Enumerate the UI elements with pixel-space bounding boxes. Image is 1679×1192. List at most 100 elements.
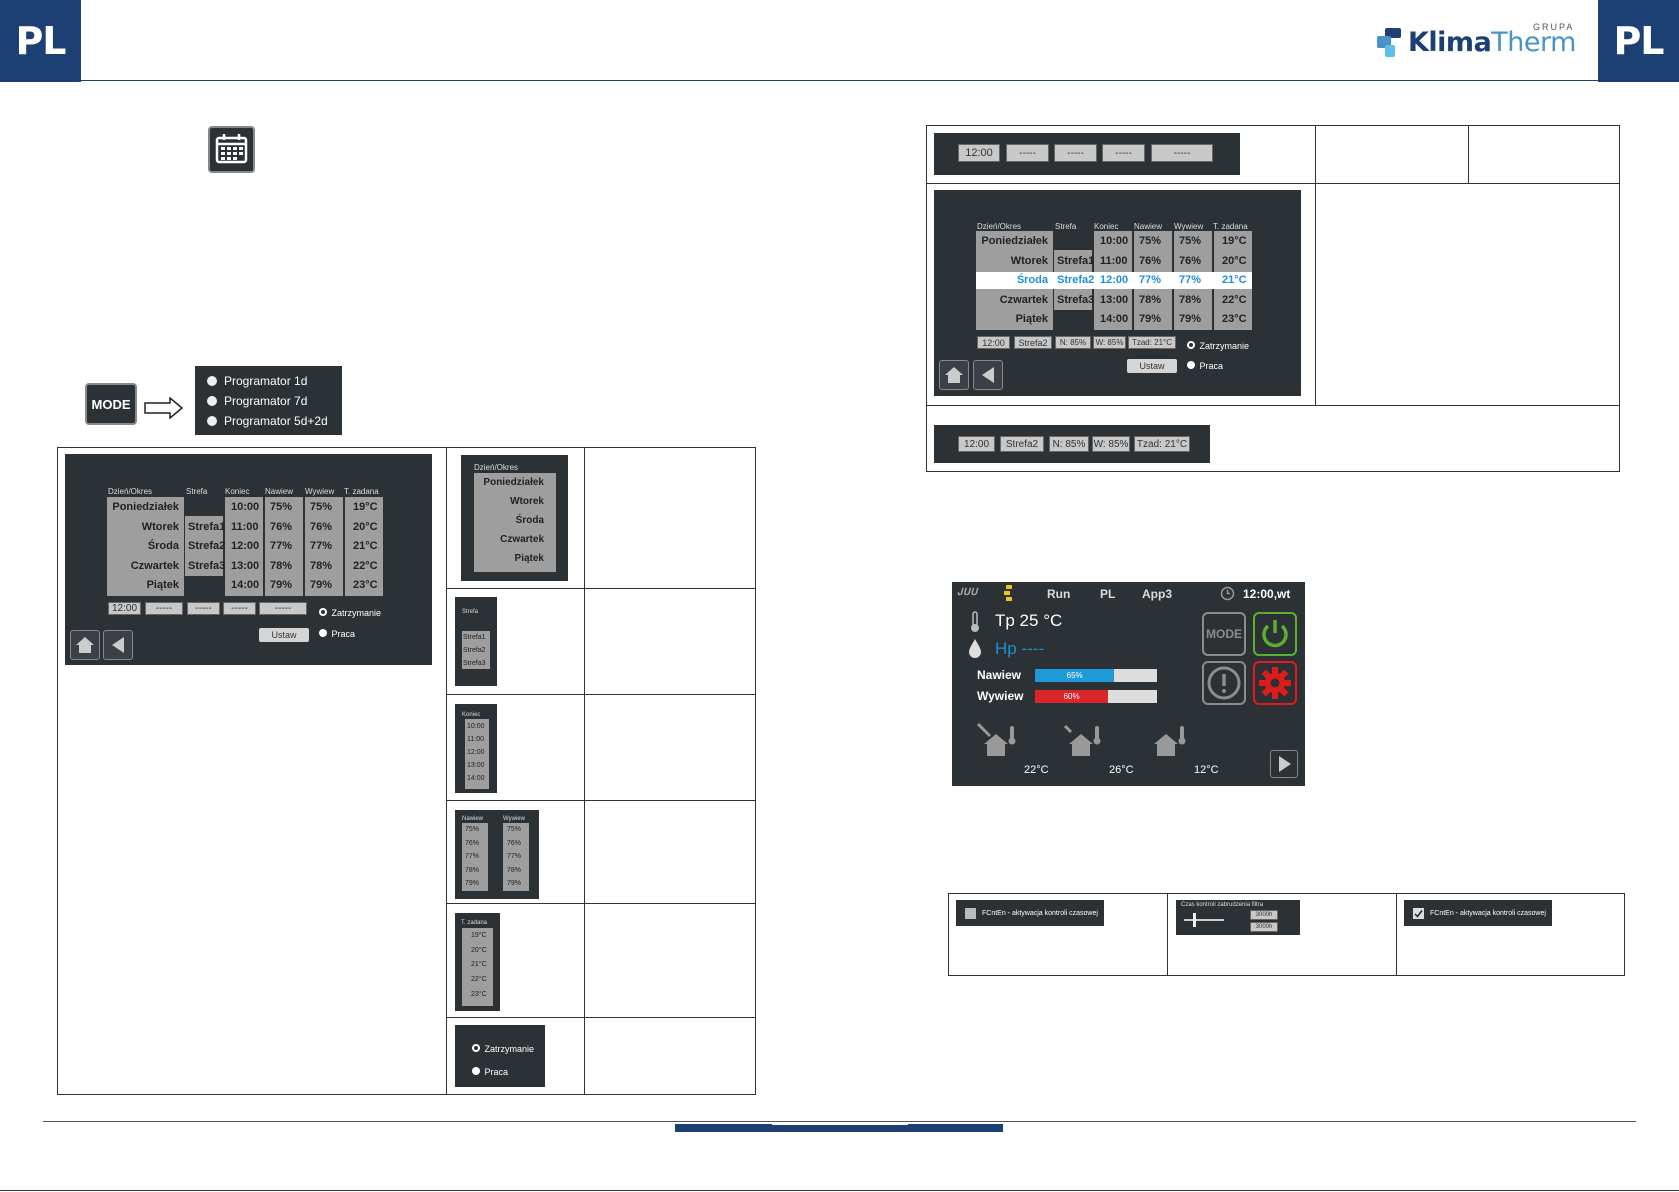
radio-work[interactable]: Praca (472, 1062, 508, 1080)
checkbox-checked[interactable] (1413, 907, 1424, 919)
zone-input[interactable]: ----- (145, 602, 183, 615)
set-button[interactable]: Ustaw (1127, 359, 1177, 373)
calendar-icon (208, 126, 255, 173)
status-language: PL (1100, 587, 1116, 601)
slider-value[interactable]: 3000h (1250, 910, 1278, 920)
home-icon (945, 367, 963, 383)
radio-work[interactable]: Praca (1187, 356, 1223, 374)
house-indoor-icon (1154, 726, 1186, 756)
exhaust-cell[interactable]: 79% (310, 579, 333, 591)
supply-bar: 65% (1035, 669, 1157, 682)
supply-cell[interactable]: 76% (270, 521, 293, 533)
exhaust-cell[interactable]: 76% (310, 521, 333, 533)
setpoint-cell[interactable]: 19°C (353, 501, 378, 513)
setpoint-cell[interactable]: 20°C (353, 521, 378, 533)
home-button[interactable] (939, 360, 969, 390)
setpoint-column-snippet: T. zadana 19°C 20°C 21°C 22°C 23°C (455, 913, 500, 1011)
radio-stop[interactable]: Zatrzymanie (1187, 336, 1249, 354)
back-button[interactable] (103, 630, 133, 660)
exhaust-input[interactable]: W: 85% (1092, 436, 1130, 452)
arrow-right-icon (144, 396, 184, 424)
setpoint-cell[interactable]: 21°C (353, 540, 378, 552)
time-input[interactable]: 12:00 (108, 602, 141, 615)
mode-tile-button[interactable]: MODE (1202, 612, 1246, 656)
day-cell[interactable]: Piątek (146, 579, 179, 591)
exhaust-cell[interactable]: 78% (310, 560, 333, 572)
indoor-temp: 12°C (1194, 764, 1219, 776)
radio-work[interactable]: Praca (319, 624, 355, 642)
end-cell[interactable]: 13:00 (231, 560, 260, 572)
settings-button[interactable] (1253, 661, 1297, 705)
radio-stop[interactable]: Zatrzymanie (472, 1039, 534, 1057)
home-button[interactable] (70, 630, 100, 660)
end-cell[interactable]: 10:00 (231, 501, 260, 513)
end-column (225, 497, 263, 596)
setpoint-cell[interactable]: 22°C (353, 560, 378, 572)
zone-column (185, 516, 223, 576)
logo-group-label: GRUPA (1533, 22, 1575, 32)
end-cell[interactable]: 11:00 (231, 521, 259, 533)
column-header: Dzień/Okres (108, 487, 153, 496)
setpoint-input[interactable]: ----- (259, 602, 307, 615)
supply-cell[interactable]: 77% (270, 540, 293, 552)
zone-cell[interactable]: Strefa1 (188, 521, 226, 533)
radio-icon (472, 1043, 480, 1052)
zone-input[interactable]: Strefa2 (1014, 336, 1052, 349)
column-header: Nawiew (265, 487, 294, 496)
mode-button[interactable]: MODE (85, 383, 137, 425)
setpoint-cell[interactable]: 23°C (353, 579, 378, 591)
day-cell[interactable]: Czwartek (130, 560, 179, 572)
supply-exhaust-snippet: Nawiew Wywiew 75% 76% 77% 78% 79% 75% 76… (455, 810, 539, 899)
programmer-option[interactable]: Programator 1d (207, 371, 330, 391)
alarm-button[interactable] (1202, 661, 1246, 705)
exhaust-input[interactable]: ----- (1102, 144, 1145, 162)
supply-input[interactable]: ----- (1054, 144, 1097, 162)
next-screen-button[interactable] (1270, 750, 1298, 778)
power-button[interactable] (1253, 612, 1297, 656)
supply-cell[interactable]: 79% (270, 579, 293, 591)
supply-input[interactable]: N: 85% (1049, 436, 1089, 452)
day-cell[interactable]: Wtorek (141, 521, 179, 533)
set-button[interactable]: Ustaw (259, 628, 309, 642)
time-input[interactable]: 12:00 (958, 144, 1000, 162)
table-divider (446, 694, 756, 695)
time-input[interactable]: 12:00 (958, 436, 995, 452)
exhaust-input[interactable]: ----- (223, 602, 256, 615)
slider-value[interactable]: 3000h (1250, 922, 1278, 932)
setpoint-input[interactable]: Tzad: 21°C (1128, 336, 1176, 349)
exhaust-input[interactable]: W: 85% (1093, 336, 1126, 349)
programmer-option[interactable]: Programator 7d (207, 391, 330, 411)
slider-handle[interactable] (1193, 913, 1196, 927)
selected-row[interactable] (976, 272, 1252, 289)
supply-input[interactable]: ----- (187, 602, 220, 615)
setpoint-input[interactable]: Tzad: 21°C (1134, 436, 1190, 452)
supply-input[interactable]: N: 85% (1055, 336, 1091, 349)
slider-track[interactable] (1184, 919, 1224, 921)
day-cell[interactable]: Środa (147, 540, 179, 552)
header-divider (80, 80, 1599, 81)
end-cell[interactable]: 14:00 (231, 579, 260, 591)
setpoint-input[interactable]: ----- (1151, 144, 1213, 162)
supply-cell[interactable]: 78% (270, 560, 293, 572)
zone-cell[interactable]: Strefa3 (188, 560, 226, 572)
zone-input[interactable]: Strefa2 (1000, 436, 1044, 452)
supply-cell[interactable]: 75% (270, 501, 293, 513)
page-bottom-rule (0, 1190, 1679, 1191)
radio-stop[interactable]: Zatrzymanie (319, 603, 381, 621)
table-divider (1315, 125, 1316, 183)
table-divider (926, 183, 1620, 184)
table-divider (926, 405, 1620, 406)
back-button[interactable] (973, 360, 1003, 390)
exhaust-cell[interactable]: 77% (310, 540, 333, 552)
zone-input[interactable]: ----- (1006, 144, 1049, 162)
programmer-option[interactable]: Programator 5d+2d (207, 411, 330, 431)
exhaust-bar-fill: 60% (1035, 690, 1109, 703)
table-divider (446, 1017, 756, 1018)
radio-icon (472, 1066, 480, 1075)
checkbox-unchecked[interactable] (965, 907, 976, 919)
zone-cell[interactable]: Strefa2 (188, 540, 226, 552)
day-cell[interactable]: Poniedziałek (112, 501, 179, 513)
time-input[interactable]: 12:00 (977, 336, 1010, 349)
exhaust-cell[interactable]: 75% (310, 501, 333, 513)
end-cell[interactable]: 12:00 (231, 540, 260, 552)
